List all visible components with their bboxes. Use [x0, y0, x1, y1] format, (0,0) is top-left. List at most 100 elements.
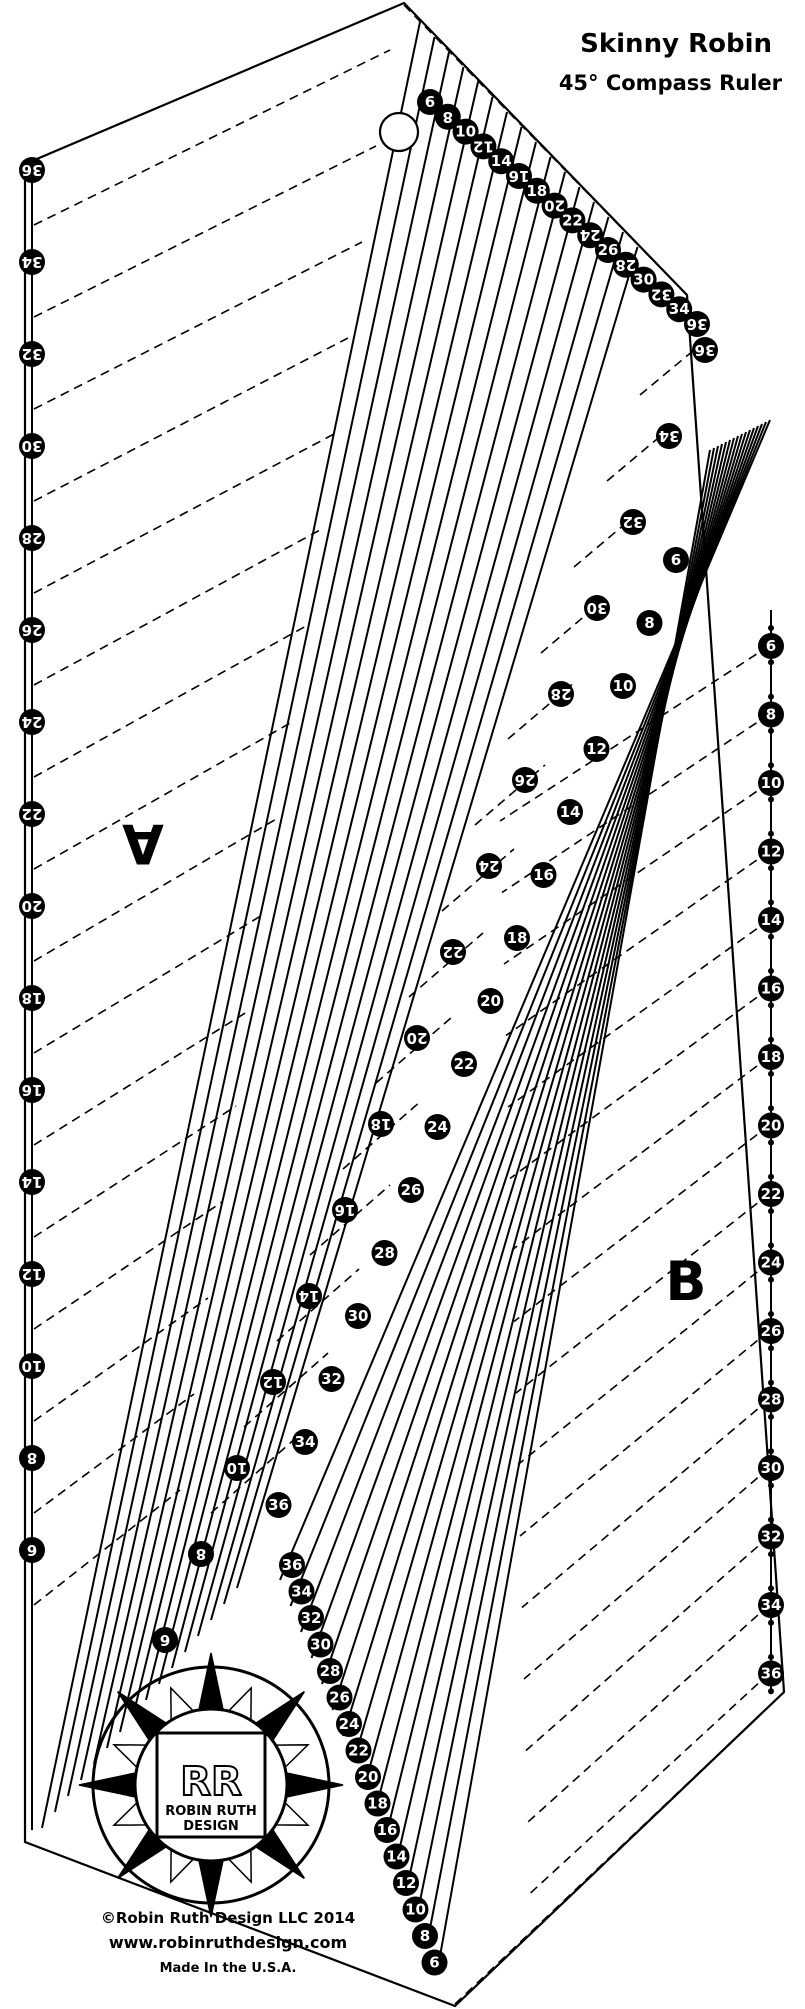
left-edge-marker: 32 [19, 341, 45, 367]
svg-text:20: 20 [407, 1029, 428, 1047]
piece-b-side-marker: 36 [265, 1492, 292, 1518]
piece-b-side-marker: 20 [477, 988, 504, 1014]
piece-b-side-marker: 6 [663, 547, 689, 573]
piece-b-dashed-line [511, 1056, 770, 1251]
svg-text:16: 16 [22, 1081, 43, 1099]
svg-text:24: 24 [761, 1254, 782, 1272]
svg-text:12: 12 [396, 1874, 417, 1892]
piece-a-side-marker: 22 [440, 939, 466, 965]
svg-text:14: 14 [22, 1173, 43, 1191]
right-edge-dot [768, 1516, 774, 1523]
svg-text:26: 26 [761, 1322, 782, 1340]
footer-copyright: ©Robin Ruth Design LLC 2014 [101, 1909, 355, 1927]
piece-a-top-marker: 30 [630, 266, 657, 293]
svg-text:22: 22 [443, 943, 464, 961]
piece-a-side-marker: 20 [404, 1025, 430, 1051]
svg-text:16: 16 [377, 1821, 398, 1839]
piece-b-side-marker: 34 [292, 1429, 318, 1455]
piece-b-side-marker: 32 [318, 1366, 345, 1392]
svg-text:34: 34 [669, 300, 690, 318]
piece-b-tail-marker: 34 [288, 1578, 315, 1605]
compass-logo: RR ROBIN RUTH DESIGN [78, 1652, 344, 1918]
piece-a-strip-line [132, 126, 523, 1717]
svg-text:22: 22 [348, 1742, 369, 1760]
right-edge-marker: 18 [758, 1044, 784, 1070]
piece-a-dashed-line [33, 1297, 209, 1422]
right-edge-marker: 20 [758, 1112, 784, 1139]
svg-text:34: 34 [291, 1583, 312, 1601]
piece-a-top-marker: 14 [488, 148, 515, 175]
svg-text:36: 36 [22, 161, 43, 179]
left-edge-marker: 28 [19, 525, 45, 551]
svg-text:12: 12 [263, 1373, 284, 1391]
right-edge-dot [768, 1208, 774, 1215]
svg-text:24: 24 [479, 857, 500, 875]
piece-b-dashed-line [503, 782, 770, 965]
svg-text:34: 34 [22, 253, 43, 271]
piece-a-top-marker: 16 [506, 163, 532, 189]
center-dashed-tick [276, 1268, 360, 1342]
left-edge-marker: 16 [19, 1077, 45, 1103]
right-edge-marker: 8 [758, 701, 784, 728]
svg-text:36: 36 [695, 341, 716, 359]
logo-line2: DESIGN [183, 1819, 238, 1834]
piece-b-side-marker: 12 [583, 736, 610, 762]
piece-b-label: B [665, 1250, 706, 1313]
right-edge-marker: 32 [758, 1523, 784, 1550]
piece-a-top-marker: 24 [577, 222, 604, 249]
svg-text:20: 20 [22, 897, 43, 915]
piece-a-strip-line [236, 246, 639, 1589]
svg-text:10: 10 [405, 1901, 426, 1919]
piece-a-strip-line [67, 51, 450, 1797]
right-edge-dot [768, 762, 774, 769]
svg-text:18: 18 [367, 1795, 388, 1813]
piece-a-strip-line [41, 21, 421, 1829]
piece-b-side-marker: 16 [530, 862, 557, 888]
piece-b-side-marker: 10 [610, 673, 636, 699]
piece-b-side-marker: 24 [424, 1114, 451, 1140]
right-edge-dot [768, 1619, 774, 1626]
piece-b-dashed-line [527, 1604, 770, 1823]
right-edge-marker: 6 [758, 633, 784, 659]
piece-b-side-marker: 8 [636, 610, 663, 636]
piece-a-top-marker: 26 [595, 237, 621, 263]
center-dashed-tick [639, 344, 701, 396]
svg-text:32: 32 [623, 513, 644, 531]
center-dashed-tick [441, 848, 515, 912]
b-bottom-dashed-edge [454, 1691, 785, 2005]
svg-text:22: 22 [761, 1185, 782, 1203]
svg-text:6: 6 [27, 1541, 37, 1559]
right-edge-dot [768, 1276, 774, 1283]
svg-text:22: 22 [22, 805, 43, 823]
piece-b-dashed-line [523, 1467, 770, 1680]
right-edge-dot [768, 1688, 774, 1695]
piece-a-dashed-line [33, 721, 293, 870]
svg-text:30: 30 [22, 437, 43, 455]
footer-website: www.robinruthdesign.com [109, 1933, 347, 1952]
right-edge-dot [768, 1070, 774, 1077]
piece-b-dashed-line [513, 1124, 770, 1323]
left-edge-marker: 8 [19, 1445, 45, 1471]
number-markers: 3634323028262422201816141210866810121416… [19, 89, 784, 1976]
right-edge-dot [768, 1002, 774, 1009]
svg-text:18: 18 [507, 929, 528, 947]
svg-text:30: 30 [348, 1307, 369, 1325]
right-edge-marker: 22 [758, 1181, 784, 1207]
right-edge-dot [768, 1482, 774, 1489]
piece-a-side-marker: 24 [476, 853, 502, 879]
svg-text:16: 16 [509, 167, 530, 185]
piece-a-label: A [122, 812, 164, 875]
right-edge-dot [768, 1448, 774, 1455]
piece-a-dashed-line [33, 1201, 223, 1330]
piece-b-dashed-line [525, 1535, 770, 1752]
right-edge-marker: 26 [758, 1318, 784, 1344]
piece-a-side-marker: 30 [584, 595, 610, 621]
left-edge-marker: 30 [19, 433, 45, 459]
svg-text:8: 8 [420, 1927, 430, 1945]
piece-b-dashed-line [515, 1193, 770, 1394]
piece-b-tail-marker: 14 [383, 1843, 410, 1870]
right-edge-marker: 28 [758, 1386, 784, 1413]
center-dashed-tick [243, 1352, 329, 1428]
piece-a-strip-line [54, 36, 436, 1813]
logo-plaque [155, 1731, 267, 1839]
